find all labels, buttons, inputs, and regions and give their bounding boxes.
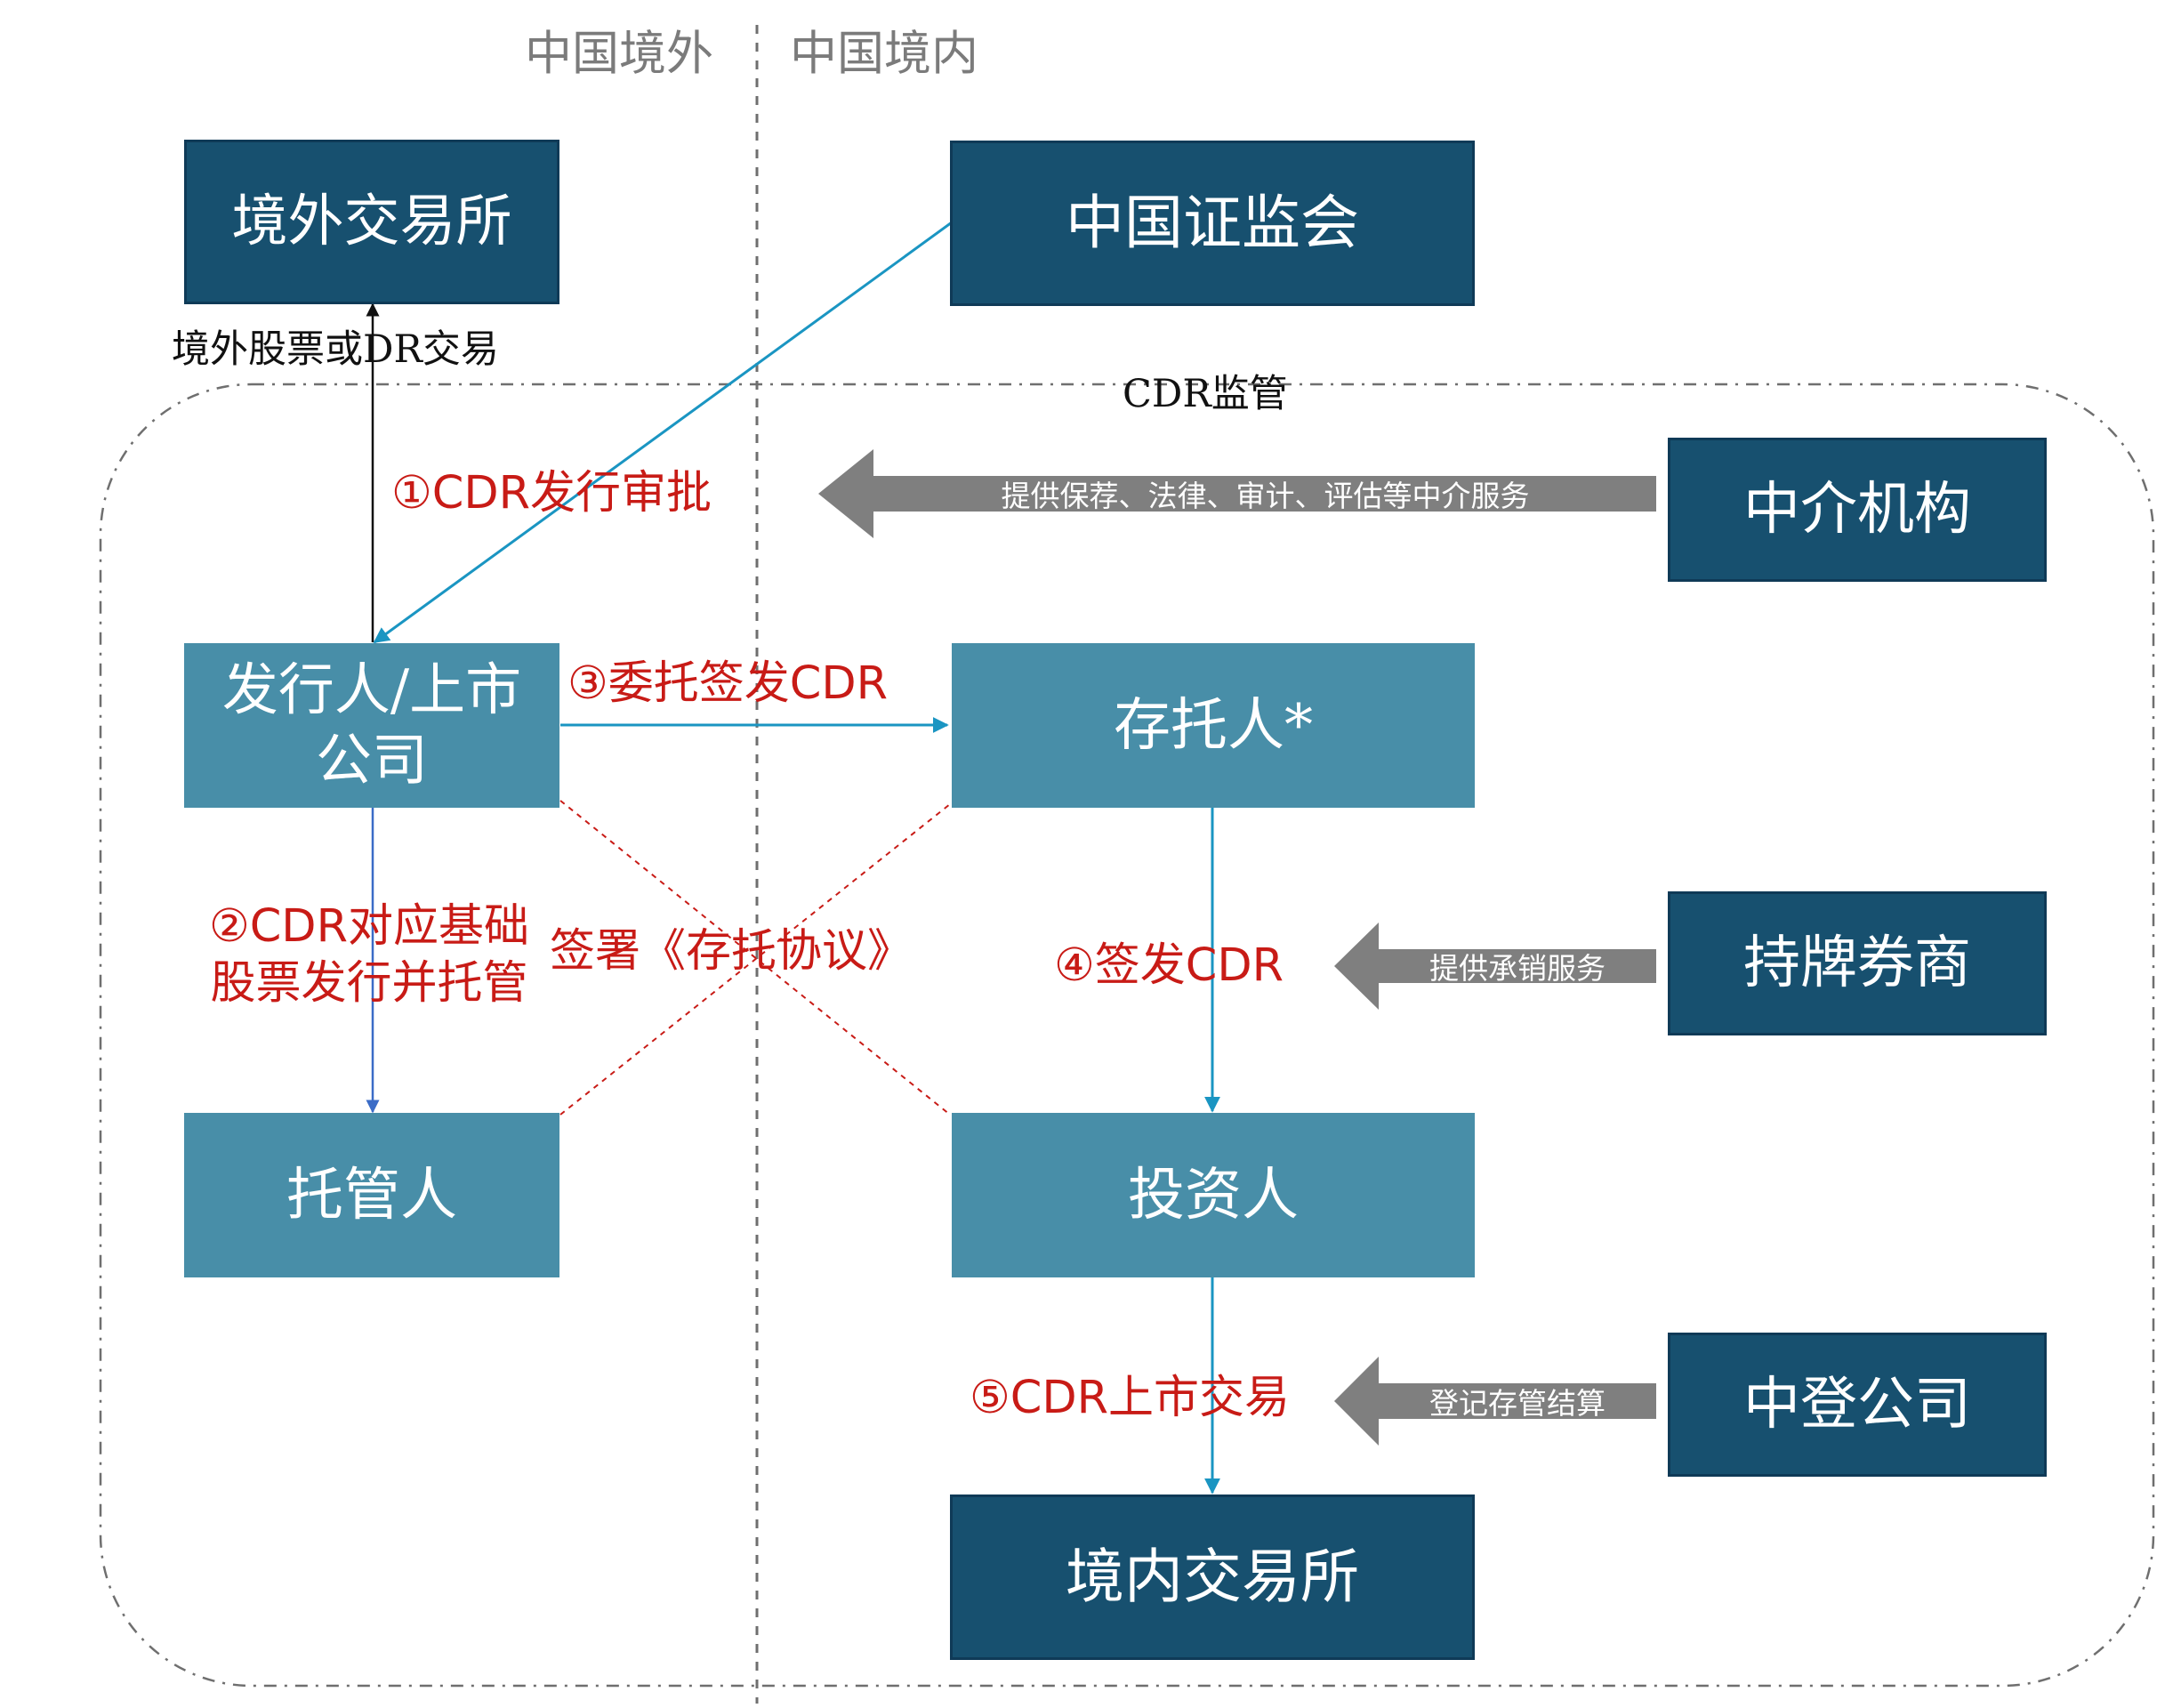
overseas-trading-label: 境外股票或DR交易 [172,327,499,372]
custodian-box: 托管人 [184,1113,559,1277]
cdr-supervision-label: CDR监管 [1123,372,1288,416]
broker-box: 持牌券商 [1668,891,2047,1035]
domestic-exchange-box: 境内交易所 [950,1494,1475,1660]
intermediary-service-arrow [818,449,1656,538]
csdc-label: 中登公司 [1743,1372,1971,1438]
cdr-supervision-zone [99,383,2155,1688]
investor-box: 投资人 [952,1113,1475,1277]
investor-label: 投资人 [1128,1162,1299,1229]
broker-label: 持牌券商 [1743,931,1971,996]
step5-label: ⑤CDR上市交易 [970,1372,1291,1424]
approval-arrow [373,221,953,644]
overseas-exchange-box: 境外交易所 [184,140,559,304]
overseas-exchange-label: 境外交易所 [231,189,512,254]
depositary-box: 存托人* [952,643,1475,808]
zone-label-domestic: 中国境内 [790,27,978,81]
csrc-box: 中国证监会 [950,141,1475,306]
step3-label: ③委托签发CDR [567,657,889,710]
intermediary-label: 中介机构 [1743,477,1971,543]
step1-label: ①CDR发行审批 [391,467,712,520]
agreement-line-b [559,803,951,1116]
issuer-label: 发行人/上市公司 [221,657,522,793]
csdc-service-arrow [1334,1357,1656,1446]
agreement-line-a [559,800,951,1116]
broker-service-label: 提供承销服务 [1429,951,1606,986]
csdc-service-label: 登记存管结算 [1429,1386,1606,1421]
agreement-label: 签署《存托协议》 [550,925,913,978]
intermediary-service-label: 提供保荐、法律、审计、评估等中介服务 [1001,479,1530,513]
step4-label: ④签发CDR [1054,939,1284,992]
depositary-label: 存托人* [1114,692,1313,759]
issuer-box: 发行人/上市公司 [184,643,559,808]
csrc-label: 中国证监会 [1066,188,1359,257]
custodian-label: 托管人 [286,1162,457,1229]
zone-label-overseas: 中国境外 [525,27,713,81]
step2-label: ②CDR对应基础股票发行并托管 [208,900,530,1010]
broker-service-arrow [1334,922,1656,1010]
intermediary-box: 中介机构 [1668,438,2047,582]
csdc-box: 中登公司 [1668,1333,2047,1477]
domestic-exchange-label: 境内交易所 [1066,1542,1359,1611]
